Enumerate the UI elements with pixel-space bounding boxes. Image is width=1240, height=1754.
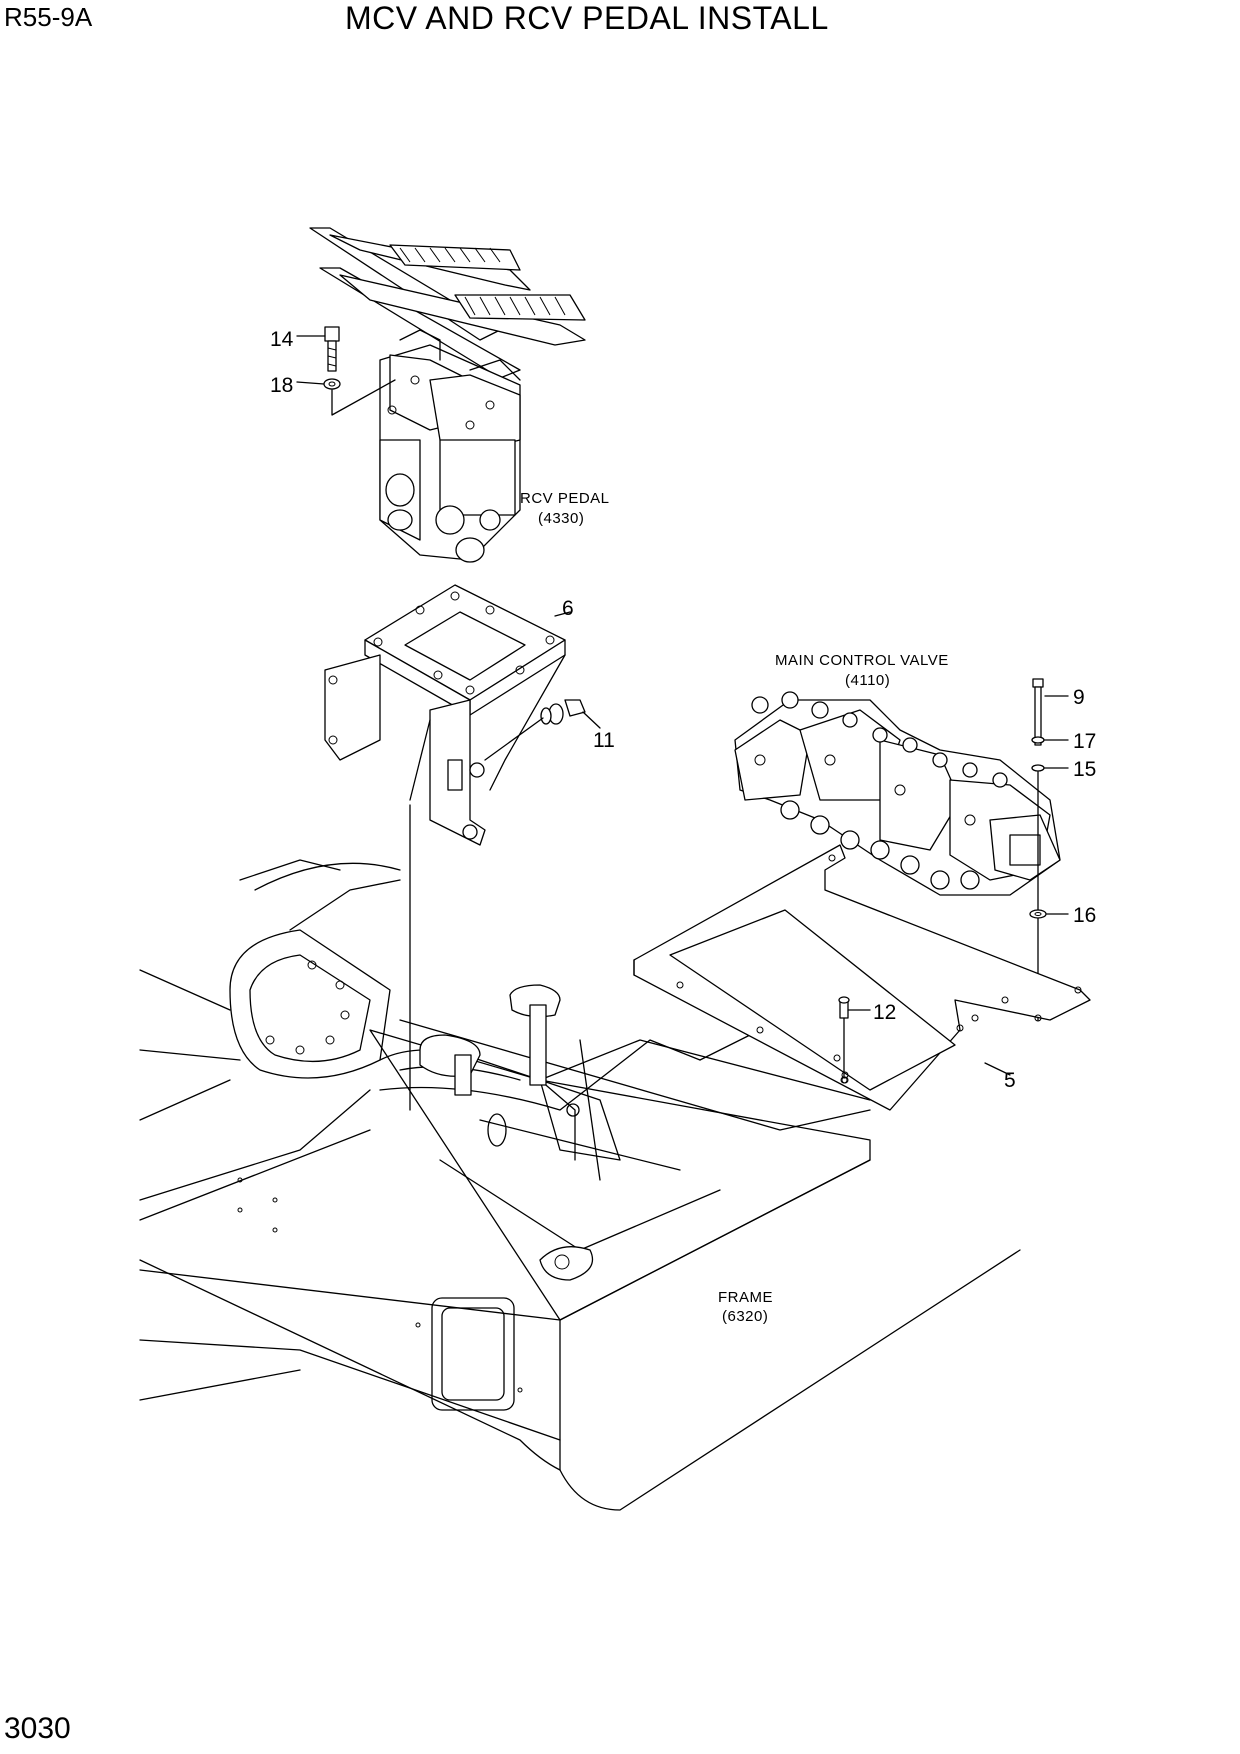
callout-17: 17 (1073, 730, 1096, 753)
rcv-pedal-name: RCV PEDAL (520, 490, 610, 507)
callout-5: 5 (1004, 1069, 1016, 1092)
callout-9: 9 (1073, 686, 1085, 709)
main-control-valve-drawing (734, 691, 1061, 896)
page-number: 3030 (4, 1712, 71, 1745)
frame-code: (6320) (722, 1308, 768, 1325)
part-5-plate (633, 844, 1091, 1111)
frame-name: FRAME (718, 1289, 773, 1306)
page-title: MCV AND RCV PEDAL INSTALL (345, 0, 829, 36)
rcv-pedal-label: RCV PEDAL (4330) (520, 490, 610, 527)
part-16-washer (1029, 909, 1069, 919)
part-14-bolt (296, 326, 340, 372)
mcv-code: (4110) (845, 672, 890, 689)
model-number: R55-9A (4, 2, 93, 32)
callout-18: 18 (270, 374, 293, 397)
callout-11: 11 (593, 729, 615, 752)
part-9-bolt (1032, 678, 1069, 746)
callout-6: 6 (562, 597, 574, 620)
pedal-grip-right (464, 296, 566, 316)
callout-15: 15 (1073, 758, 1096, 781)
callout-16: 16 (1073, 904, 1096, 927)
part-18-washer (296, 378, 396, 416)
callout-14: 14 (270, 328, 294, 351)
frame-label: FRAME (6320) (718, 1289, 773, 1325)
main-control-valve-label: MAIN CONTROL VALVE (4110) (775, 652, 949, 689)
rcv-pedal-code: (4330) (538, 510, 584, 527)
part-6-bracket (324, 584, 571, 846)
mcv-name: MAIN CONTROL VALVE (775, 652, 949, 669)
part-12-stud (838, 996, 871, 1084)
rcv-pedal-drawing (309, 227, 586, 563)
callout-12: 12 (873, 1001, 896, 1024)
frame-drawing (139, 859, 1021, 1511)
part-17-washer (1031, 736, 1069, 744)
part-11-bolt (409, 699, 601, 1111)
pedal-grip-left (399, 247, 501, 263)
